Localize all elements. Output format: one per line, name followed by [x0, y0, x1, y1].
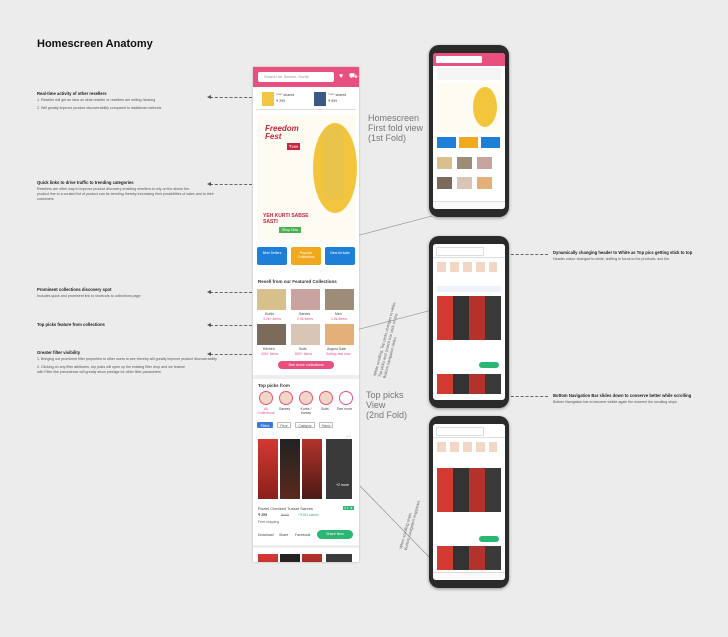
filter-chip-price[interactable]: Price — [277, 422, 291, 428]
heart-icon[interactable]: ♥ — [339, 73, 344, 80]
bottom-nav[interactable] — [433, 572, 505, 580]
quick-link-new-arrivals[interactable]: New Arrivals — [325, 247, 355, 265]
annotation-header: Dynamically changing header to White as … — [553, 250, 693, 261]
connector-lines — [355, 215, 433, 561]
action-download[interactable]: Download — [258, 533, 274, 537]
activity-thumb[interactable] — [262, 92, 274, 106]
promo-banner[interactable]: Freedom Fest ₹499 YEH KURTI SABSE SASTI … — [257, 115, 357, 240]
product-price: ₹ 299 — [258, 513, 268, 517]
banner-tagline: YEH KURTI SABSE SASTI — [263, 213, 309, 225]
top-pick-label: See more — [337, 407, 353, 411]
collection-thumb[interactable] — [291, 324, 320, 345]
collection-sub: 800+ items — [295, 352, 313, 356]
more-badge: +2 more — [336, 483, 349, 487]
model-figure — [323, 127, 343, 199]
banner-price: ₹499 — [287, 143, 301, 150]
quick-link-best-sellers[interactable]: Best Sellers — [257, 247, 287, 265]
annotation-top-picks: Top picks feature from collections — [37, 322, 105, 327]
shipping-text: Free shipping — [258, 520, 280, 524]
activity-strip: "***" shared ₹ 299 "***" shared ₹ 599 — [256, 89, 356, 110]
collection-name: Kurtis — [265, 312, 274, 316]
cart-icon[interactable]: ⛟ — [349, 73, 358, 80]
collection-name: Men — [335, 312, 342, 316]
action-share[interactable]: Share — [279, 533, 289, 537]
collection-sub: 400+ items — [261, 352, 279, 356]
quick-link-popular[interactable]: Popular Collections — [291, 247, 321, 265]
search-input[interactable] — [436, 56, 482, 63]
filter-chip-fabric[interactable]: Fabric — [319, 422, 333, 428]
top-pick-label: Kurtis / Kurtas — [300, 407, 312, 415]
annotation-collections: Prominent collections discovery spot Inc… — [37, 287, 141, 298]
top-pick-circle[interactable] — [339, 391, 353, 405]
collection-name: Suits — [299, 347, 307, 351]
homescreen-long: Search for Sarees, Kurtis ♥ ⛟ "***" shar… — [253, 67, 359, 562]
collection-name: Sarees — [299, 312, 311, 316]
second-fold-label: Top picks View (2nd Fold) — [366, 390, 408, 420]
bottom-nav[interactable] — [433, 201, 505, 209]
top-pick-circle[interactable] — [319, 391, 333, 405]
first-fold-label: Homescreen First fold view (1st Fold) — [368, 113, 424, 143]
collection-sub: 2.9k items — [297, 317, 313, 321]
top-pick-label: Suits — [321, 407, 329, 411]
activity-thumb[interactable] — [314, 92, 326, 106]
heart-icon[interactable]: ♡ — [346, 436, 352, 442]
phone-first-fold — [429, 45, 509, 217]
filter-chip-filters[interactable]: Filters — [257, 422, 273, 428]
collection-sub: 1.5k items — [331, 317, 347, 321]
banner-cta[interactable]: Shop Now — [279, 227, 302, 233]
phone-scrolled — [429, 416, 509, 588]
collection-thumb[interactable] — [291, 289, 320, 310]
annotation-filters: Greater filter visibility 1. Bringing ou… — [37, 350, 217, 374]
action-facebook[interactable]: Facebook — [295, 533, 311, 537]
product-images[interactable]: +2 more ♡ — [256, 433, 356, 505]
whatsapp-share-button[interactable]: Share Now — [317, 530, 353, 539]
search-input[interactable]: Search for Sarees, Kurtis — [258, 72, 334, 82]
product-name: Rozini Checked Tussar Sarees — [258, 506, 313, 511]
collection-thumb[interactable] — [325, 289, 354, 310]
product-save: +₹151 saved — [298, 513, 319, 517]
top-pick-circle[interactable] — [299, 391, 313, 405]
top-pick-circle[interactable] — [259, 391, 273, 405]
activity-text: "***" shared — [276, 93, 295, 97]
annotation-activity: Real-time activity of other resellers 1.… — [37, 91, 162, 110]
product-mrp: ₹450 — [281, 513, 290, 517]
collection-name: August Sale — [327, 347, 346, 351]
annotation-quick-links: Quick links to drive traffic to trending… — [37, 180, 214, 201]
activity-price: ₹ 299 — [276, 99, 286, 103]
search-input[interactable] — [436, 427, 484, 436]
filter-chip-category[interactable]: Category — [295, 422, 315, 428]
activity-text: "***" shared — [328, 93, 347, 97]
search-input[interactable] — [436, 247, 484, 256]
banner-headline: Freedom Fest — [265, 124, 299, 141]
see-more-collections-button[interactable]: See more collections — [278, 361, 334, 369]
collection-thumb[interactable] — [325, 324, 354, 345]
top-picks-title: Top picks from — [258, 383, 290, 388]
activity-price: ₹ 599 — [328, 99, 338, 103]
annotation-bottom-nav: Bottom Navigation Bar slides down to con… — [553, 393, 692, 404]
phone-top-picks — [429, 236, 509, 408]
collection-thumb[interactable] — [257, 289, 286, 310]
page-title: Homescreen Anatomy — [37, 38, 153, 50]
collections-title: Resell from our Featured Collections — [258, 279, 337, 284]
top-pick-label: All Collections — [257, 407, 275, 415]
top-pick-label: Sarees — [279, 407, 291, 411]
collection-name: Kitchen — [263, 347, 275, 351]
top-pick-circle[interactable] — [279, 391, 293, 405]
rating-badge: 4.1 ★ — [343, 506, 354, 510]
collection-thumb[interactable] — [257, 324, 286, 345]
app-header: Search for Sarees, Kurtis ♥ ⛟ — [253, 67, 359, 87]
collection-sub: 3.2k+ items — [263, 317, 281, 321]
product-images[interactable] — [256, 550, 356, 562]
collection-sub: Selling fast now — [326, 352, 351, 356]
